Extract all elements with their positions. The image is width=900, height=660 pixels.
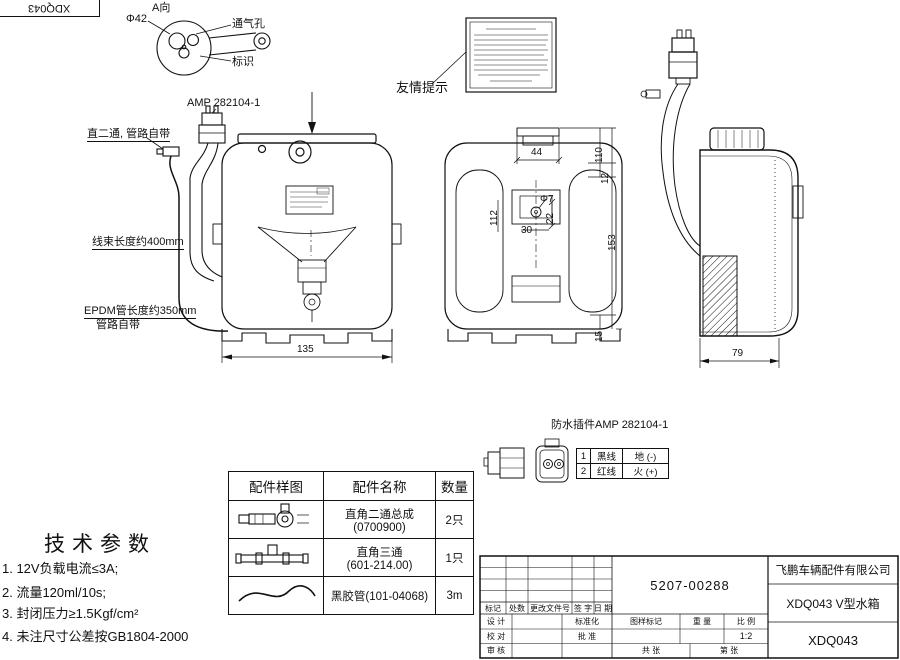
tb-label-sheets: 共 张 [641, 646, 661, 655]
parts-table-row: 直角三通 (601-214.00) 1只 [228, 538, 474, 577]
tb-label-standard: 标准化 [575, 617, 599, 626]
wire-color: 红线 [590, 463, 623, 479]
tb-label-sign: 签 字 [573, 603, 593, 613]
tb-label-change-doc: 更改文件号 [530, 603, 570, 613]
dim-30: 30 [521, 225, 533, 236]
tech-params-title: 技术参数 [44, 533, 156, 556]
amp-plug-and-tubes [146, 105, 229, 332]
wire-table-row: 2 红线 火 (+) [576, 463, 669, 479]
dim-side-width: 79 [732, 348, 744, 359]
part-name-line1: 直角三通 [356, 546, 403, 559]
tech-param-item: 1. 12V负载电流≤3A; [2, 561, 119, 576]
front-view-drawing [212, 92, 402, 363]
title-block-company: 飞鹏车辆配件有限公司 [775, 565, 891, 577]
part-qty-cell: 2只 [435, 500, 474, 539]
dim-110: 110 [594, 147, 605, 163]
part-sample-hose [228, 576, 324, 615]
wire-role: 地 (-) [622, 448, 669, 464]
detail-a-diameter-label: Φ42 [126, 13, 148, 25]
parts-col-name: 配件名称 [323, 471, 436, 501]
title-block-drawing-no: 5207-00288 [650, 577, 730, 593]
tb-label-scale: 比 例 [736, 617, 756, 626]
part-name-line1: 直角二通总成 [345, 508, 414, 521]
tb-label-mark: 标记 [485, 603, 501, 613]
epdm-length-callout: EPDM管长度约350mm [84, 305, 197, 319]
title-block-lines [479, 555, 899, 659]
title-block-product: XDQ043 V型水箱 [786, 596, 880, 611]
parts-table-row: 黑胶管(101-04068) 3m [228, 576, 474, 615]
side-view-drawing [640, 29, 804, 368]
parts-table: 配件样图 配件名称 数量 直角二通总成 (070 [228, 471, 474, 615]
waterproof-plug-label: 防水插件AMP 282104-1 [551, 419, 669, 431]
friendly-note-label: 友情提示 [396, 80, 449, 95]
part-name-cell: 黑胶管(101-04068) [323, 576, 436, 615]
dim-112: 112 [489, 210, 500, 226]
elbow-fitting-drawing [238, 503, 309, 528]
part-sample-tee [228, 538, 324, 577]
wire-no: 1 [576, 448, 591, 464]
connector-detail-drawing [483, 438, 569, 483]
tech-param-item: 2. 流量120ml/10s; [2, 585, 107, 600]
harness-length-callout: 线束长度约400mm [92, 236, 184, 250]
part-qty-cell: 3m [435, 576, 474, 615]
tech-param-item: 3. 封闭压力≥1.5Kgf/cm² [2, 606, 139, 621]
two-way-callout: 直二通, 管路自带 [87, 128, 171, 142]
parts-col-sample: 配件样图 [228, 471, 324, 501]
detail-a-drawing [147, 20, 271, 76]
tb-label-review: 审 核 [486, 646, 506, 655]
tb-label-sheet-no: 第 张 [719, 646, 739, 655]
dim-front-width: 135 [297, 344, 314, 355]
middle-view-drawing [444, 127, 623, 344]
tb-scale-value: 1:2 [739, 631, 753, 641]
parts-table-header: 配件样图 配件名称 数量 [228, 471, 474, 501]
marking-label: 标识 [232, 56, 254, 68]
dim-7: Φ7 [540, 194, 554, 205]
dim-15: 15 [594, 330, 605, 342]
amp-connector-label: AMP 282104-1 [187, 97, 261, 109]
part-name-line2: (601-214.00) [346, 559, 413, 572]
part-sample-elbow [228, 500, 324, 539]
hose-drawing [238, 585, 316, 602]
tb-label-approve: 批 准 [577, 631, 597, 641]
tech-param-item: 4. 未注尺寸公差按GB1804-2000 [2, 629, 189, 644]
dim-12: 12 [600, 172, 611, 184]
part-name-cell: 直角二通总成 (0700900) [323, 500, 436, 539]
wire-table-row: 1 黑线 地 (-) [576, 448, 669, 464]
tb-label-design: 设 计 [486, 617, 506, 626]
corner-code-text: XDQ043 [28, 2, 71, 14]
part-qty-cell: 1只 [435, 538, 474, 577]
tb-label-check: 校 对 [486, 631, 506, 641]
title-block-code: XDQ043 [808, 632, 858, 648]
dim-153: 153 [607, 234, 618, 251]
dim-22: 22 [545, 212, 556, 224]
epdm-length-callout-2: 管路自带 [96, 319, 140, 331]
part-name-line2: (0700900) [353, 521, 406, 534]
part-name-cell: 直角三通 (601-214.00) [323, 538, 436, 577]
wire-table: 1 黑线 地 (-) 2 红线 火 (+) [576, 448, 669, 479]
wire-no: 2 [576, 463, 591, 479]
tb-label-drawing-mark: 图样标记 [630, 617, 662, 626]
wire-role: 火 (+) [622, 463, 669, 479]
dim-neck-width: 44 [531, 147, 543, 158]
parts-table-row: 直角二通总成 (0700900) 2只 [228, 500, 474, 539]
parts-col-qty: 数量 [435, 471, 474, 501]
wire-color: 黑线 [590, 448, 623, 464]
tb-label-weight: 重 量 [692, 617, 712, 626]
corner-code-box: XDQ043 [0, 0, 100, 17]
warning-plate [431, 17, 557, 93]
tb-label-count: 处数 [509, 603, 525, 613]
vent-hole-label: 通气孔 [232, 18, 265, 30]
tb-label-date: 日 期 [593, 603, 613, 613]
detail-a-view-label: A向 [152, 2, 171, 14]
tee-fitting-drawing [235, 544, 309, 565]
part-name-line1: 黑胶管(101-04068) [330, 590, 429, 603]
